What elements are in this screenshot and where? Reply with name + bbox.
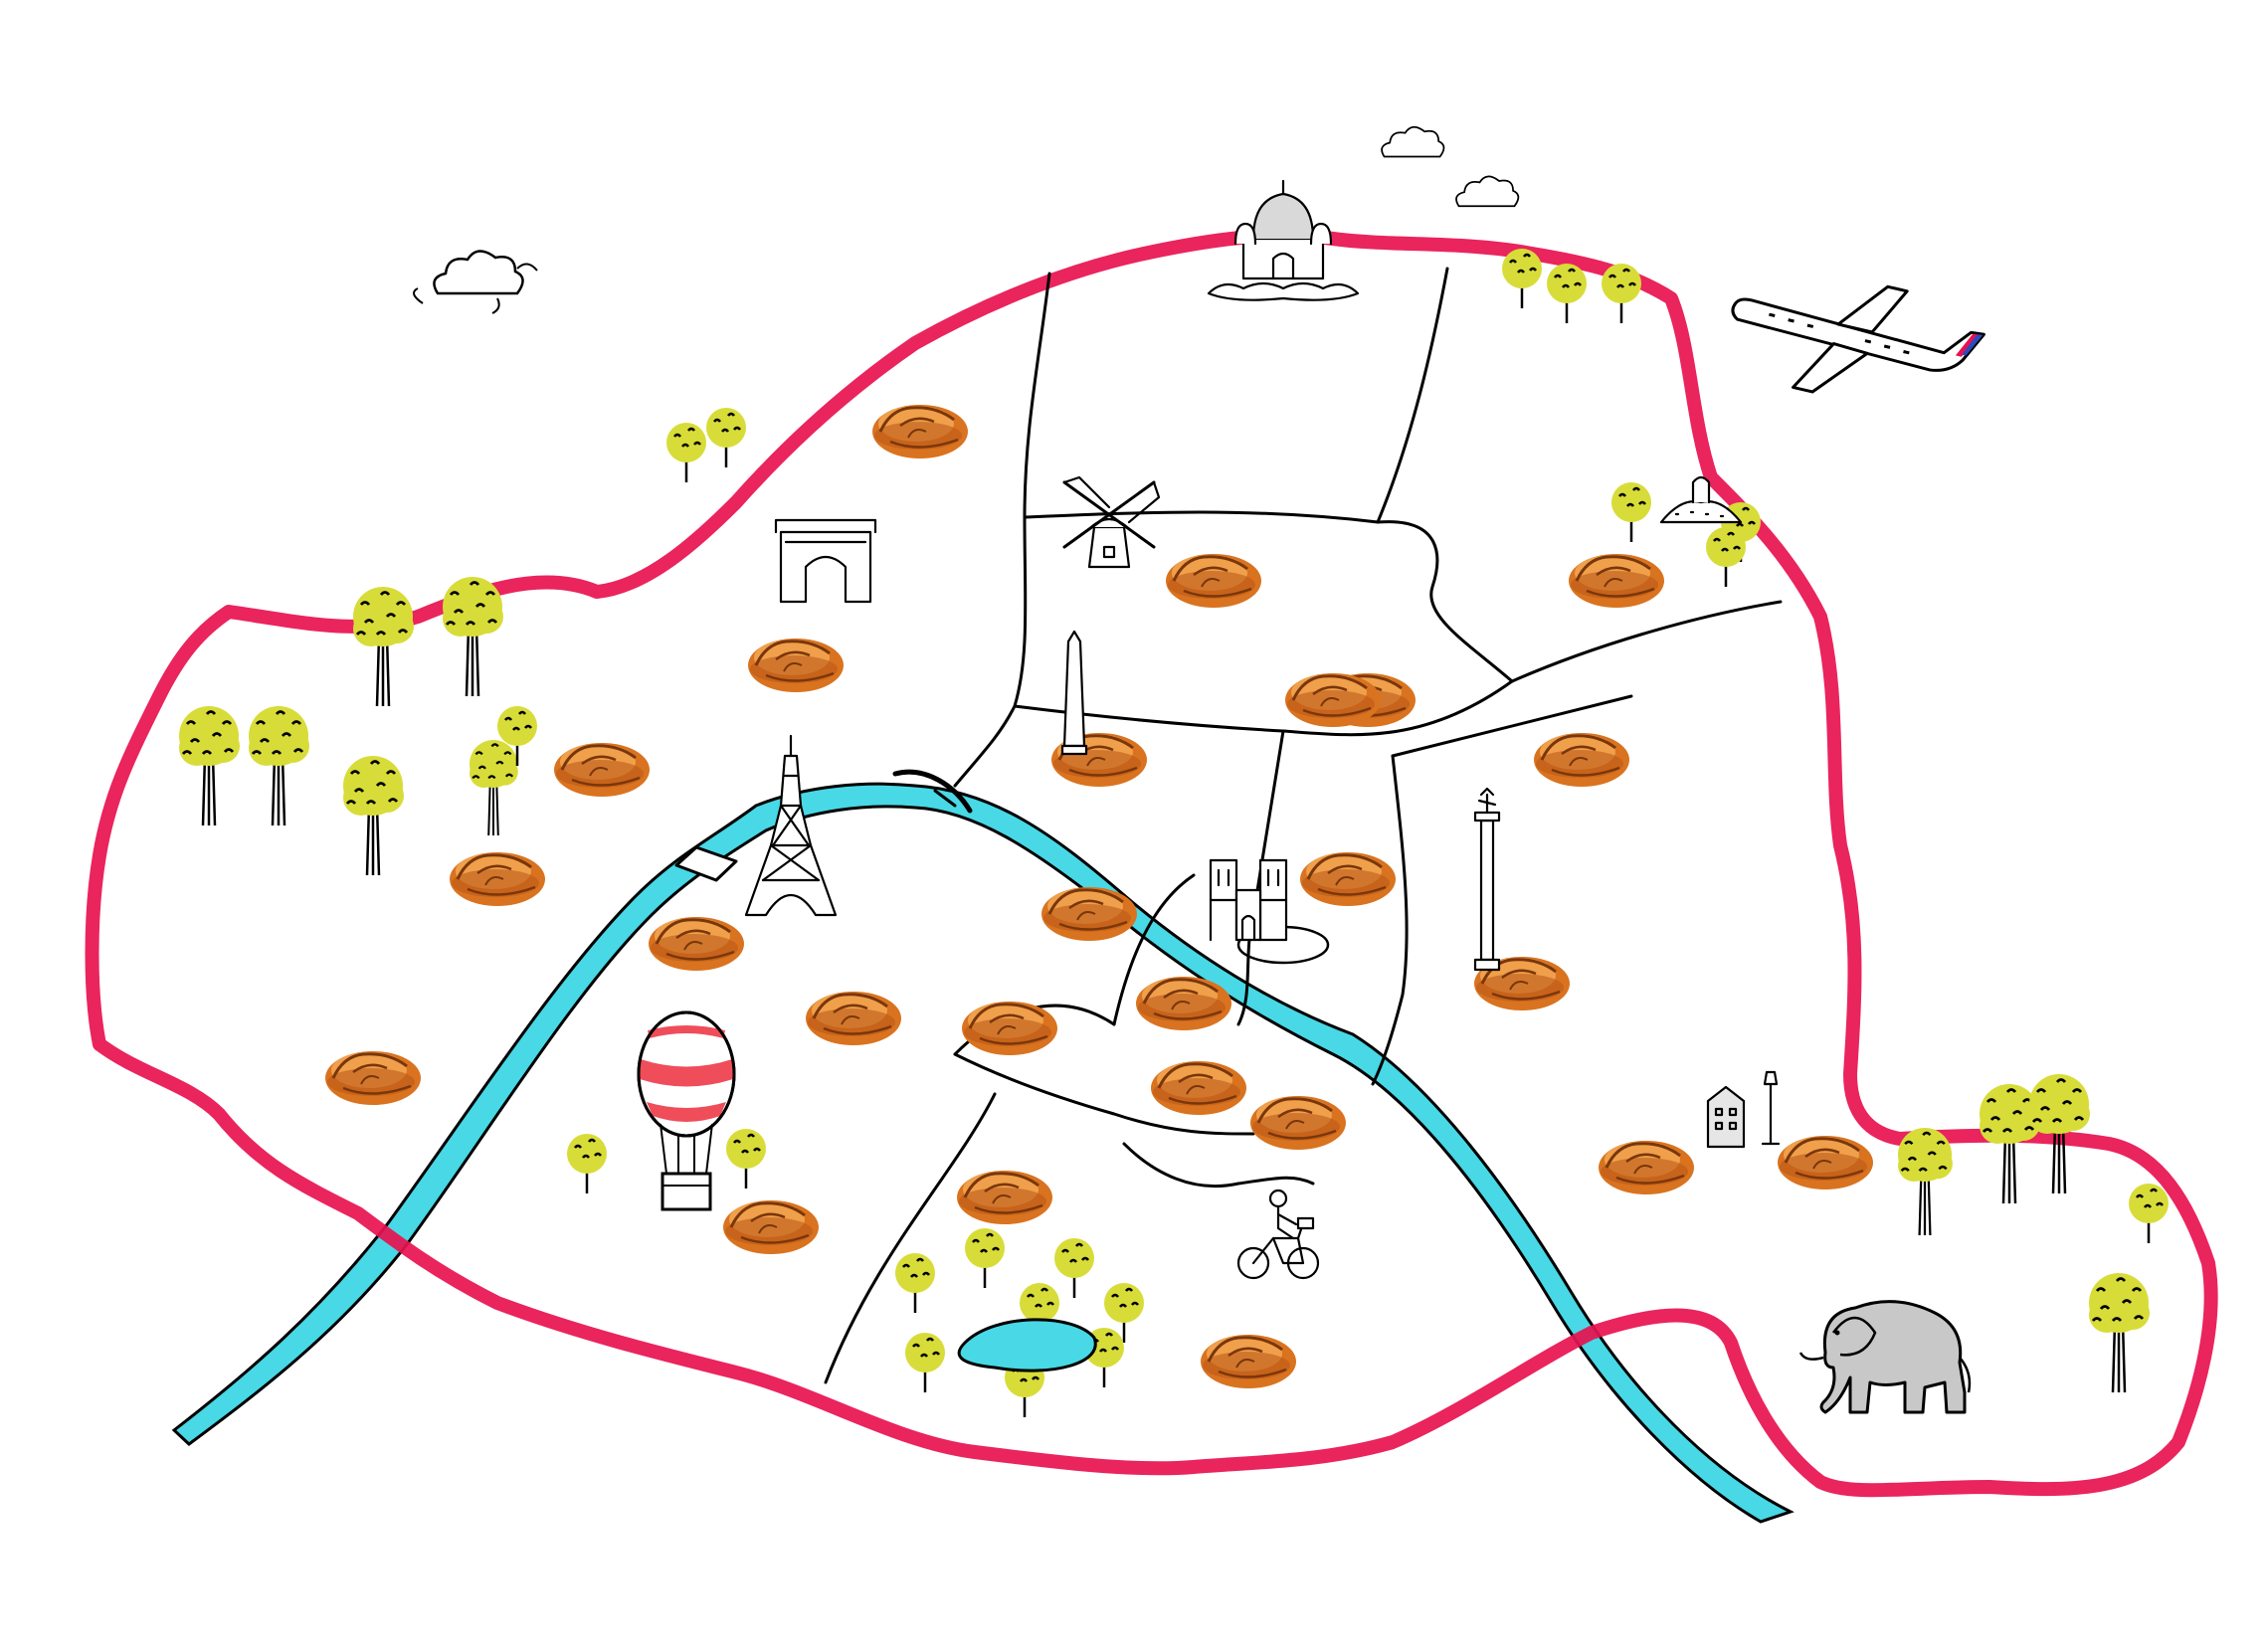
- pain-au-chocolat-icon: [870, 403, 970, 460]
- lamp-post-icon: [1761, 1070, 1781, 1146]
- arch-icon: [774, 518, 877, 604]
- obelisk-icon: [1060, 630, 1088, 756]
- pain-au-chocolat-icon: [1298, 850, 1398, 908]
- pain-au-chocolat-icon: [1532, 731, 1631, 789]
- pain-au-chocolat-icon: [1248, 1094, 1348, 1152]
- pain-au-chocolat-icon: [804, 990, 903, 1047]
- pain-au-chocolat-icon: [721, 1198, 821, 1256]
- elephant-icon: [1798, 1300, 1972, 1414]
- hill-icon: [1659, 475, 1743, 524]
- pain-au-chocolat-icon: [955, 1169, 1054, 1226]
- pain-au-chocolat-icon: [1134, 975, 1233, 1032]
- arrondissement-lines: [824, 267, 1783, 1384]
- cathedral-icon: [1209, 858, 1288, 942]
- pain-au-chocolat-icon: [1567, 552, 1666, 610]
- pain-au-chocolat-icon: [552, 741, 652, 799]
- pain-au-chocolat-icon: [323, 1049, 423, 1107]
- pain-au-chocolat-icon: [1040, 885, 1139, 943]
- pain-au-chocolat-icon: [448, 850, 547, 908]
- pain-au-chocolat-icon: [1283, 671, 1383, 729]
- pain-au-chocolat-icon: [960, 1000, 1059, 1057]
- balloon-icon: [637, 1010, 736, 1211]
- bicycle-icon: [1236, 1189, 1320, 1280]
- column-icon: [1473, 787, 1501, 972]
- pain-au-chocolat-icon: [1597, 1139, 1696, 1196]
- park-lake: [957, 1318, 1097, 1372]
- tree-markers: [177, 247, 2171, 1419]
- house-icon: [1706, 1085, 1746, 1149]
- pain-au-chocolat-icon: [1199, 1333, 1298, 1390]
- windmill-icon: [1062, 475, 1161, 569]
- pain-au-chocolat-icon: [1164, 552, 1263, 610]
- bridges: [674, 769, 973, 882]
- cloud-icon: [413, 125, 1520, 314]
- airplane-icon: [1731, 284, 1985, 394]
- pain-au-chocolat-icon: [1149, 1059, 1248, 1117]
- tower-icon: [744, 734, 838, 917]
- city-boundary: [85, 228, 2218, 1498]
- seine-river: [171, 782, 1795, 1524]
- basilica-icon: [1207, 179, 1360, 301]
- pain-au-chocolat-icon: [647, 915, 746, 973]
- pain-au-chocolat-icon: [746, 637, 846, 694]
- pain-au-chocolat-icon: [1776, 1134, 1875, 1191]
